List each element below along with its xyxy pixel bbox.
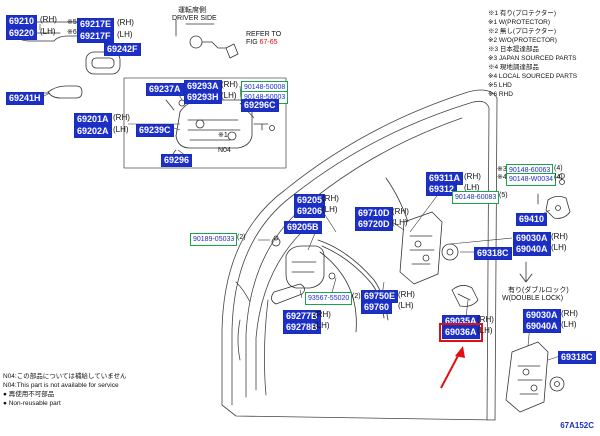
door-shell-drawing	[221, 89, 498, 421]
legend-line: ※1 有り(プロテクター)	[488, 10, 556, 17]
part-suffix: (RH)	[314, 310, 331, 319]
part-suffix: (RH)	[561, 309, 578, 318]
star4-tag: ※4	[497, 174, 507, 181]
part-suffix: (LH)	[322, 205, 338, 214]
door-lock-drawing	[399, 211, 459, 285]
handle-cover-drawing	[39, 51, 121, 99]
legend-line: ※1 W(PROTECTOR)	[488, 19, 551, 26]
part-label-90148-60083[interactable]: 90148-60083	[452, 191, 500, 204]
part-suffix: (RH)	[322, 194, 339, 203]
legend-line: ※3 日本提達部品	[488, 46, 539, 53]
part-suffix: (5)	[499, 192, 508, 199]
part-label-69202A[interactable]: 69202A	[74, 125, 112, 138]
double-lock-jp: 有り(ダブルロック)	[508, 287, 569, 294]
part-label-69318C[interactable]: 69318C	[474, 247, 512, 260]
footnote-line: N04:この部品については補給していません	[3, 373, 127, 380]
part-suffix: (LH)	[40, 27, 56, 36]
legend-line: ※5 LHD	[488, 82, 512, 89]
part-suffix: (RH)	[464, 172, 481, 181]
part-label-69296[interactable]: 69296	[161, 154, 193, 167]
part-suffix: (LH)	[314, 321, 330, 330]
part-suffix: (RH)	[392, 207, 409, 216]
part-label-69220[interactable]: 69220	[6, 27, 38, 40]
part-label-69710D[interactable]: 69710D	[355, 207, 393, 220]
driver-side-jp: 運転席側	[178, 7, 206, 14]
double-lock-en: W(DOUBLE LOCK)	[502, 295, 564, 302]
part-label-69296C[interactable]: 69296C	[241, 99, 279, 112]
legend-line: ※2 無し(プロテクター)	[488, 28, 556, 35]
footnote-line: ● 再使用不可部品	[3, 391, 55, 398]
refer-to-label: REFER TO	[246, 31, 282, 38]
star5-tag: ※5	[67, 19, 77, 26]
part-label-69239C[interactable]: 69239C	[136, 124, 174, 137]
part-label-90189-05033[interactable]: 90189-05033	[190, 233, 238, 246]
part-label-69311A[interactable]: 69311A	[426, 172, 464, 185]
part-suffix: (RH)	[113, 113, 130, 122]
lock-protector-drawing	[451, 285, 479, 307]
part-suffix: (RH)	[117, 18, 134, 27]
part-suffix: (2)	[237, 234, 246, 241]
part-suffix: (LH)	[464, 183, 480, 192]
part-label-69217F[interactable]: 69217F	[77, 30, 114, 43]
part-label-69237A[interactable]: 69237A	[146, 83, 184, 96]
part-label-69410[interactable]: 69410	[516, 213, 548, 226]
footnote-line: N04:This part is not available for servi…	[3, 382, 119, 389]
legend-line: ※3 JAPAN SOURCED PARTS	[488, 55, 577, 62]
part-suffix: (4)	[554, 174, 563, 181]
part-label-90148-W0034[interactable]: 90148-W0034	[506, 173, 556, 186]
legend-line: ※4 LOCAL SOURCED PARTS	[488, 73, 578, 80]
part-suffix: (RH)	[221, 80, 238, 89]
part-label-69036A[interactable]: 69036A	[439, 323, 483, 342]
part-label-69242F[interactable]: 69242F	[104, 43, 141, 56]
star1-tag: ※1	[218, 132, 228, 139]
star6-tag: ※6	[67, 29, 77, 36]
part-label-69760[interactable]: 69760	[361, 301, 393, 314]
star3-tag: ※3	[497, 166, 507, 173]
part-label-93567-55020[interactable]: 93567-55020	[305, 292, 353, 305]
part-suffix: (2)	[352, 293, 361, 300]
part-suffix: (LH)	[117, 30, 133, 39]
part-suffix: (LH)	[551, 243, 567, 252]
part-label-69720D[interactable]: 69720D	[355, 218, 393, 231]
part-suffix: (LH)	[398, 301, 414, 310]
fig-label: FIG	[246, 39, 258, 46]
footnote-line: ● Non-reusable part	[3, 400, 61, 407]
part-suffix: (RH)	[551, 232, 568, 241]
diagram-code: 67A152C	[560, 421, 594, 430]
part-label-69206[interactable]: 69206	[294, 205, 326, 218]
legend-line: ※6 RHD	[488, 91, 513, 98]
part-label-69205B[interactable]: 69205B	[284, 221, 322, 234]
legend: ※1 有り(プロテクター) ※1 W(PROTECTOR) ※2 無し(プロテク…	[488, 9, 577, 99]
part-suffix: (LH)	[561, 320, 577, 329]
inside-handle-drawing	[271, 237, 336, 305]
footnotes: N04:この部品については補給していません N04:This part is n…	[3, 372, 127, 408]
legend-line: ※2 W/O(PROTECTOR)	[488, 37, 557, 44]
fig-reference[interactable]: FIG 67-65	[246, 38, 278, 47]
driver-side-en: DRIVER SIDE	[172, 15, 217, 22]
striker-drawing	[537, 193, 571, 219]
part-label-69278B[interactable]: 69278B	[283, 321, 321, 334]
part-suffix: (LH)	[392, 218, 408, 227]
part-label-69318C-double-lock[interactable]: 69318C	[558, 351, 596, 364]
part-label-69040A-double-lock[interactable]: 69040A	[523, 320, 561, 333]
double-lock-drawing	[505, 341, 565, 413]
fig-link[interactable]: 67-65	[259, 39, 278, 46]
part-suffix: (RH)	[477, 315, 494, 324]
highlight-arrow	[440, 346, 465, 389]
part-suffix: (4)	[554, 165, 563, 172]
legend-line: ※4 現地調達部品	[488, 64, 539, 71]
part-label-69293H[interactable]: 69293H	[184, 91, 222, 104]
key-cylinder-drawing	[175, 19, 239, 59]
part-suffix: (LH)	[221, 91, 237, 100]
n04-tag: N04	[218, 147, 231, 154]
part-suffix: (RH)	[40, 15, 57, 24]
part-label-69312[interactable]: 69312	[426, 183, 458, 196]
part-suffix: (RH)	[398, 290, 415, 299]
part-suffix: (LH)	[113, 125, 129, 134]
part-suffix: (LH)	[477, 326, 493, 335]
part-label-69040A[interactable]: 69040A	[513, 243, 551, 256]
part-label-69241H[interactable]: 69241H	[6, 92, 44, 105]
